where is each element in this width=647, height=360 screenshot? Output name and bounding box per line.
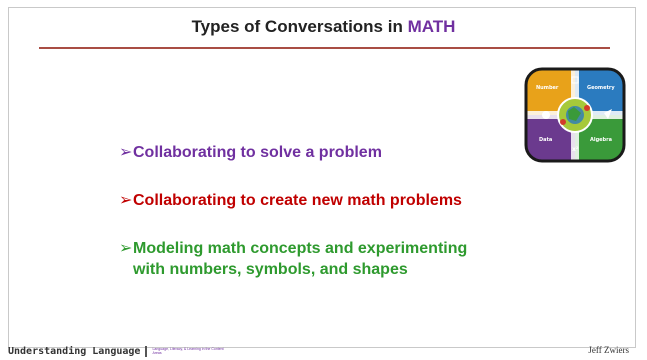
footer-brand: Understanding Language: [8, 345, 141, 357]
bullet-modeling-concepts: ➢Modeling math concepts and experimentin…: [119, 238, 559, 280]
slide-title: Types of Conversations in MATH: [0, 17, 647, 37]
exponent-label: x²: [572, 146, 579, 153]
number-label: Number: [536, 85, 559, 91]
footer-author: Jeff Zwiers: [588, 345, 629, 355]
slide-frame: [8, 7, 636, 348]
algebra-label: Algebra: [590, 137, 612, 143]
footer-divider: [145, 345, 148, 357]
math-domains-logo: Number Geometry Data Algebra x²: [524, 67, 626, 163]
title-divider: [39, 47, 610, 49]
bullet-create-problems: ➢Collaborating to create new math proble…: [119, 190, 462, 211]
bullet-arrow-icon: ➢: [119, 144, 133, 161]
title-accent: MATH: [407, 17, 456, 36]
footer-tagline: Language, Literacy, & Learning in the Co…: [152, 347, 224, 355]
bullet-text: Collaborating to solve a problem: [133, 144, 382, 161]
data-label: Data: [539, 137, 552, 143]
pie-icon: [542, 111, 550, 119]
bullet-arrow-icon: ➢: [119, 192, 133, 209]
footer-branding: Understanding Language Language, Literac…: [8, 345, 226, 357]
bullet-text-line1: Modeling math concepts and experimenting: [133, 240, 468, 257]
title-text: Types of Conversations in: [191, 17, 408, 36]
protractor-icon: [604, 109, 612, 119]
bullet-text: Collaborating to create new math problem…: [133, 192, 462, 209]
bullet-solve-problem: ➢Collaborating to solve a problem: [119, 142, 382, 163]
bullet-arrow-icon: ➢: [119, 240, 133, 257]
geometry-label: Geometry: [587, 85, 615, 91]
bullet-text-line2: with numbers, symbols, and shapes: [133, 261, 408, 278]
